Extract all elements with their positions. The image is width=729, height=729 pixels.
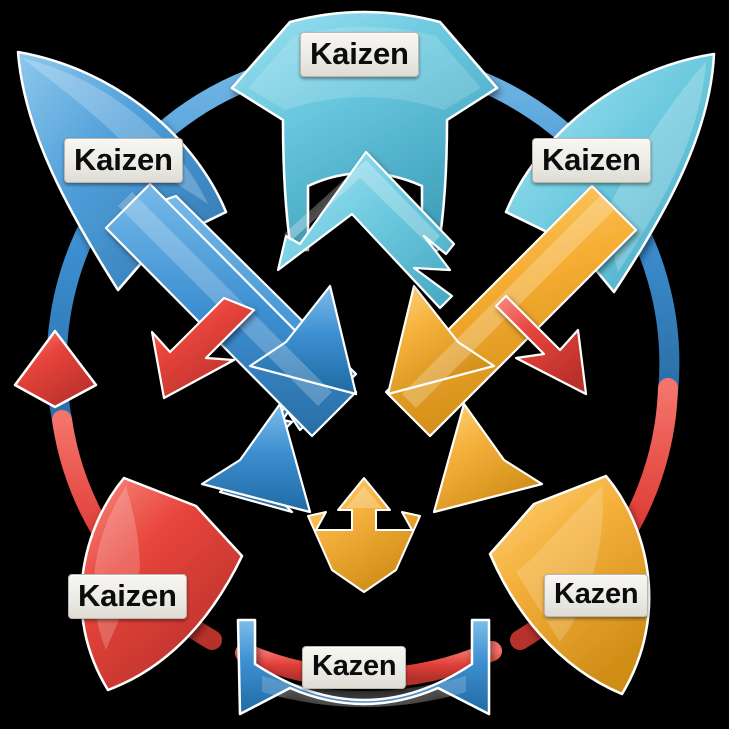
accent-orange-vertical-gloss bbox=[346, 486, 382, 508]
label-plaque-bottom-banner: Kazen bbox=[302, 646, 407, 689]
center-arrow-blue-barb-lower bbox=[200, 402, 312, 514]
center-arrow-orange-barb-upper bbox=[386, 284, 496, 396]
label-plaque-top-left: Kaizen bbox=[64, 138, 183, 183]
center-arrow-blue-barb-upper bbox=[248, 284, 358, 396]
label-plaque-bottom-right: Kazen bbox=[544, 574, 649, 617]
label-plaque-top-banner: Kaizen bbox=[300, 32, 419, 77]
accent-cyan-chevron bbox=[276, 150, 456, 310]
accent-red-left-shape bbox=[150, 296, 256, 400]
label-plaque-bottom-left: Kaizen bbox=[68, 574, 187, 619]
accent-red-right bbox=[494, 294, 588, 396]
accent-cyan-chevron-gloss bbox=[284, 160, 440, 246]
accent-red-left bbox=[150, 296, 256, 400]
center-arrow-orange-barb-lower bbox=[432, 402, 544, 514]
accent-orange-vertical-shape bbox=[307, 477, 421, 593]
accent-orange-vertical bbox=[307, 477, 421, 593]
ring-arrowhead-left-icon bbox=[13, 329, 98, 409]
label-plaque-top-right: Kaizen bbox=[532, 138, 651, 183]
banner-bottom-arrow bbox=[236, 618, 491, 716]
corner-top-right-highlight bbox=[604, 62, 706, 272]
banner-bottom-highlight bbox=[262, 676, 466, 707]
accent-red-right-shape bbox=[494, 294, 588, 396]
